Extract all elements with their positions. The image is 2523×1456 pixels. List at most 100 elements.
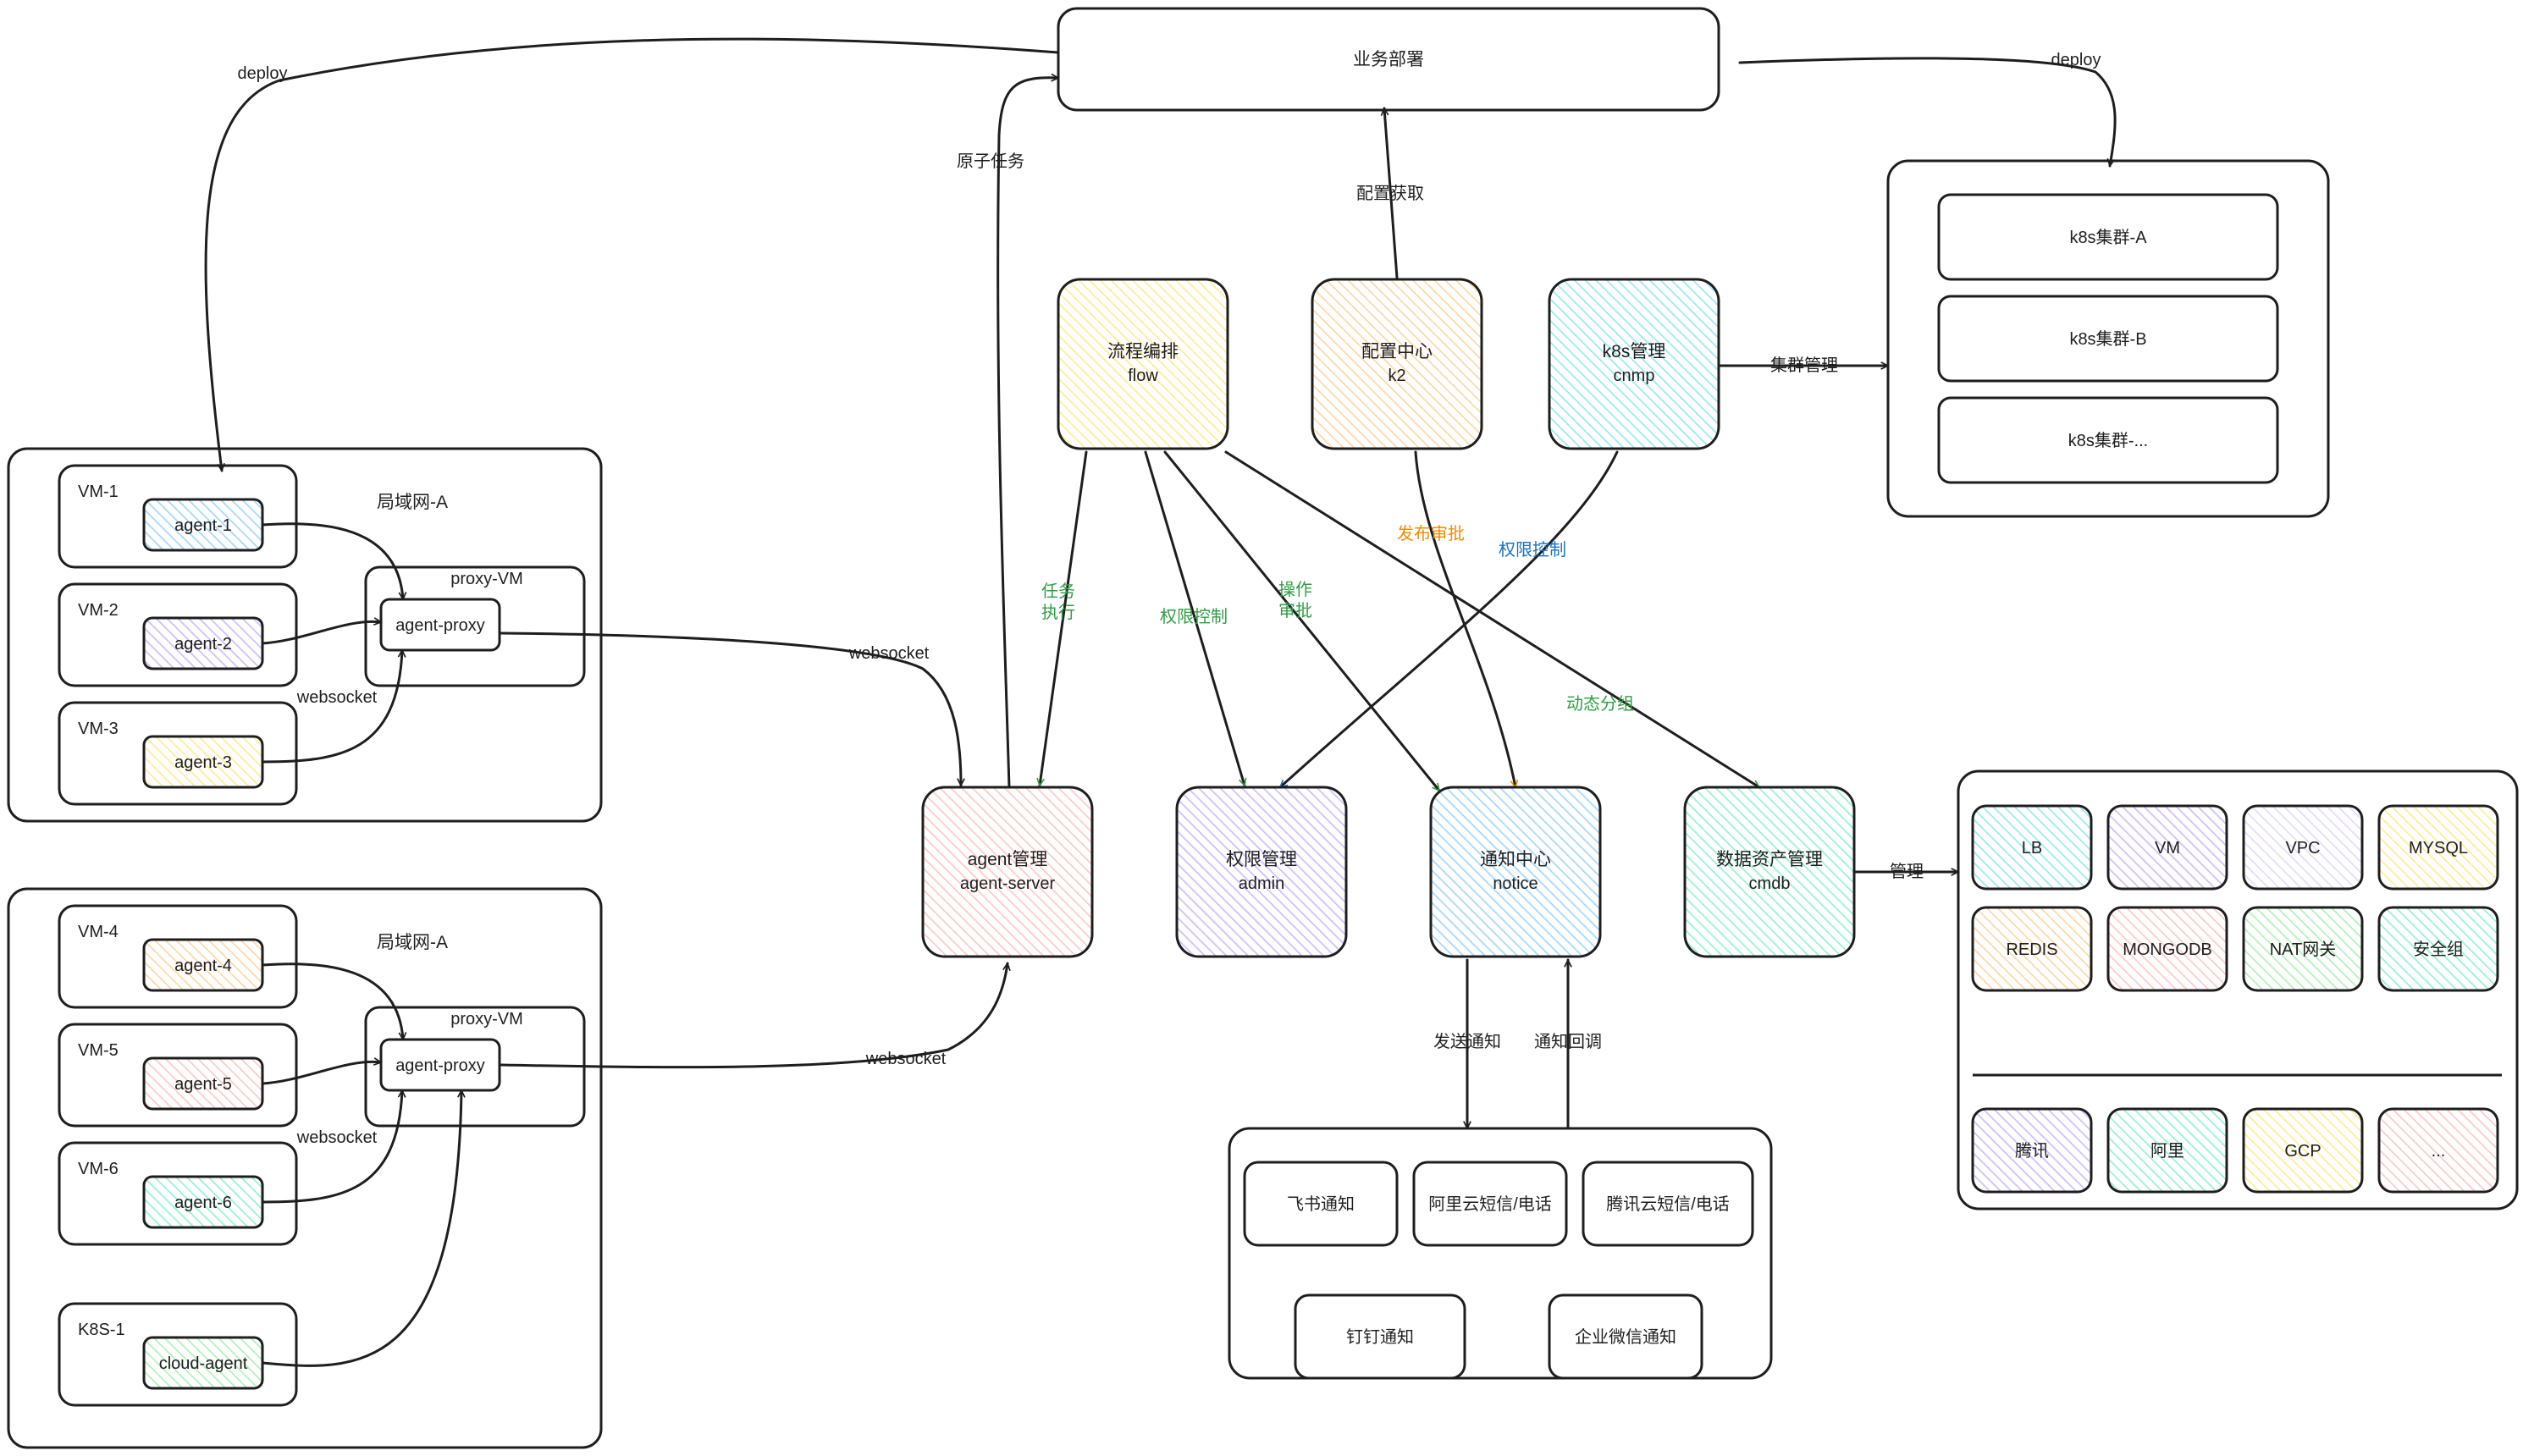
asset-resource-label: REDIS [2006,940,2057,959]
service-id: agent-server [960,874,1056,893]
service-admin[interactable]: 权限管理 admin [1175,786,1348,958]
agent-name: cloud-agent [159,1354,248,1373]
edge-release-approve [1414,450,1515,787]
asset-resource-label: MONGODB [2123,940,2212,959]
edge-agent-to-proxy [262,650,402,764]
asset-resource-box [1971,804,2093,891]
edge-agent-to-proxy [262,962,403,1040]
service-id: k2 [1388,367,1405,385]
notify-group-frame [1228,1127,1773,1380]
asset-resource[interactable]: 安全组 [2377,906,2499,992]
asset-cloud[interactable]: 腾讯 [1971,1107,2093,1194]
edge-perm-ctrl-green [1144,450,1245,786]
agent-name: agent-2 [174,635,232,654]
notify-channel[interactable]: 飞书通知 [1243,1161,1399,1247]
service-box [1429,786,1602,958]
vm-name: VM-3 [78,720,119,738]
vm-box [58,1023,298,1128]
notify-channel-box [1294,1293,1466,1380]
asset-resource-label: MYSQL [2409,839,2468,858]
service-name: agent管理 [968,850,1048,869]
label-notify-callback: 通知回调 [1534,1032,1602,1051]
proxy-vm-box [364,565,586,687]
service-flow[interactable]: 流程编排 flow [1057,278,1229,450]
asset-resource[interactable]: LB [1971,804,2093,891]
service-box [921,786,1094,958]
edge-deploy-left [204,37,1060,472]
edge-perm-ctrl-blue [1278,450,1619,789]
asset-resource[interactable]: VM [2106,804,2228,891]
k8s-cluster-item [1937,295,2279,383]
asset-cloud[interactable]: GCP [2242,1107,2364,1194]
service-box [1311,278,1483,450]
vm-box [58,582,298,687]
websocket-label: websocket [296,688,378,707]
label-cluster-mgmt: 集群管理 [1770,356,1838,375]
service-name: 权限管理 [1226,850,1297,869]
asset-resource[interactable]: VPC [2242,804,2364,891]
label-send-notify: 发送通知 [1433,1032,1501,1051]
label-manage: 管理 [1890,862,1924,881]
asset-resource-label: NAT网关 [2270,940,2337,959]
deploy-label: 业务部署 [1353,50,1424,69]
asset-resource[interactable]: NAT网关 [2242,906,2364,992]
asset-resource-label: LB [2022,839,2042,858]
lan-label: 局域网-A [377,933,448,952]
edge-op-approve [1163,450,1441,792]
k8s-cluster-item [1937,193,2279,281]
asset-resource[interactable]: MONGODB [2106,906,2228,992]
label-op-approve-2: 审批 [1278,601,1312,620]
service-name: 通知中心 [1480,850,1551,869]
label-dynamic-group: 动态分组 [1566,694,1634,714]
edge-deploy-right [1738,57,2117,166]
service-notice[interactable]: 通知中心 notice [1429,786,1602,958]
label-task-exec-1: 任务 [1041,582,1075,601]
asset-resource-box [2106,804,2228,891]
service-id: notice [1493,874,1538,893]
notify-channel-label: 腾讯云短信/电话 [1606,1194,1730,1214]
k8s-cluster-label: k8s集群-... [2068,431,2148,450]
edge-ws-top [500,631,961,787]
notify-channel[interactable]: 阿里云短信/电话 [1412,1161,1568,1247]
asset-cloud[interactable]: ... [2377,1107,2499,1194]
asset-resource[interactable]: MYSQL [2377,804,2499,891]
service-id: flow [1128,367,1158,385]
agent-proxy-label: agent-proxy [395,1056,485,1075]
notify-channel[interactable]: 钉钉通知 [1294,1293,1466,1380]
notify-channel[interactable]: 腾讯云短信/电话 [1582,1161,1754,1247]
lan-group-1: 局域网-Aproxy-VMagent-proxywebsocketVM-1age… [7,447,603,823]
asset-resource[interactable]: REDIS [1971,906,2093,992]
notify-channel-label: 钉钉通知 [1346,1327,1414,1347]
notify-channel[interactable]: 企业微信通知 [1548,1293,1703,1380]
agent-proxy-label: agent-proxy [395,616,485,635]
lan-group-frame [7,887,603,1449]
service-name: 流程编排 [1107,342,1179,361]
edge-dynamic-group [1224,450,1759,789]
asset-resource-box [2377,804,2499,891]
label-perm-ctrl-blue: 权限控制 [1499,540,1566,560]
notify-channel-box [1582,1161,1754,1247]
label-ws-bottom: websocket [865,1050,947,1068]
lan-group-2: 局域网-Aproxy-VMagent-proxywebsocketVM-4age… [7,887,603,1449]
k8s-group-frame [1886,159,2330,518]
asset-group-frame [1957,769,2519,1211]
asset-resource-box [2242,906,2364,992]
vm-name: VM-6 [78,1160,119,1178]
vm-name: VM-1 [78,483,119,501]
service-id: admin [1239,874,1284,893]
vm-box [58,701,298,806]
asset-cloud-label: 腾讯 [2015,1141,2049,1161]
websocket-label: websocket [296,1128,378,1147]
asset-cloud[interactable]: 阿里 [2106,1107,2228,1194]
service-agent_server[interactable]: agent管理 agent-server [921,786,1094,958]
